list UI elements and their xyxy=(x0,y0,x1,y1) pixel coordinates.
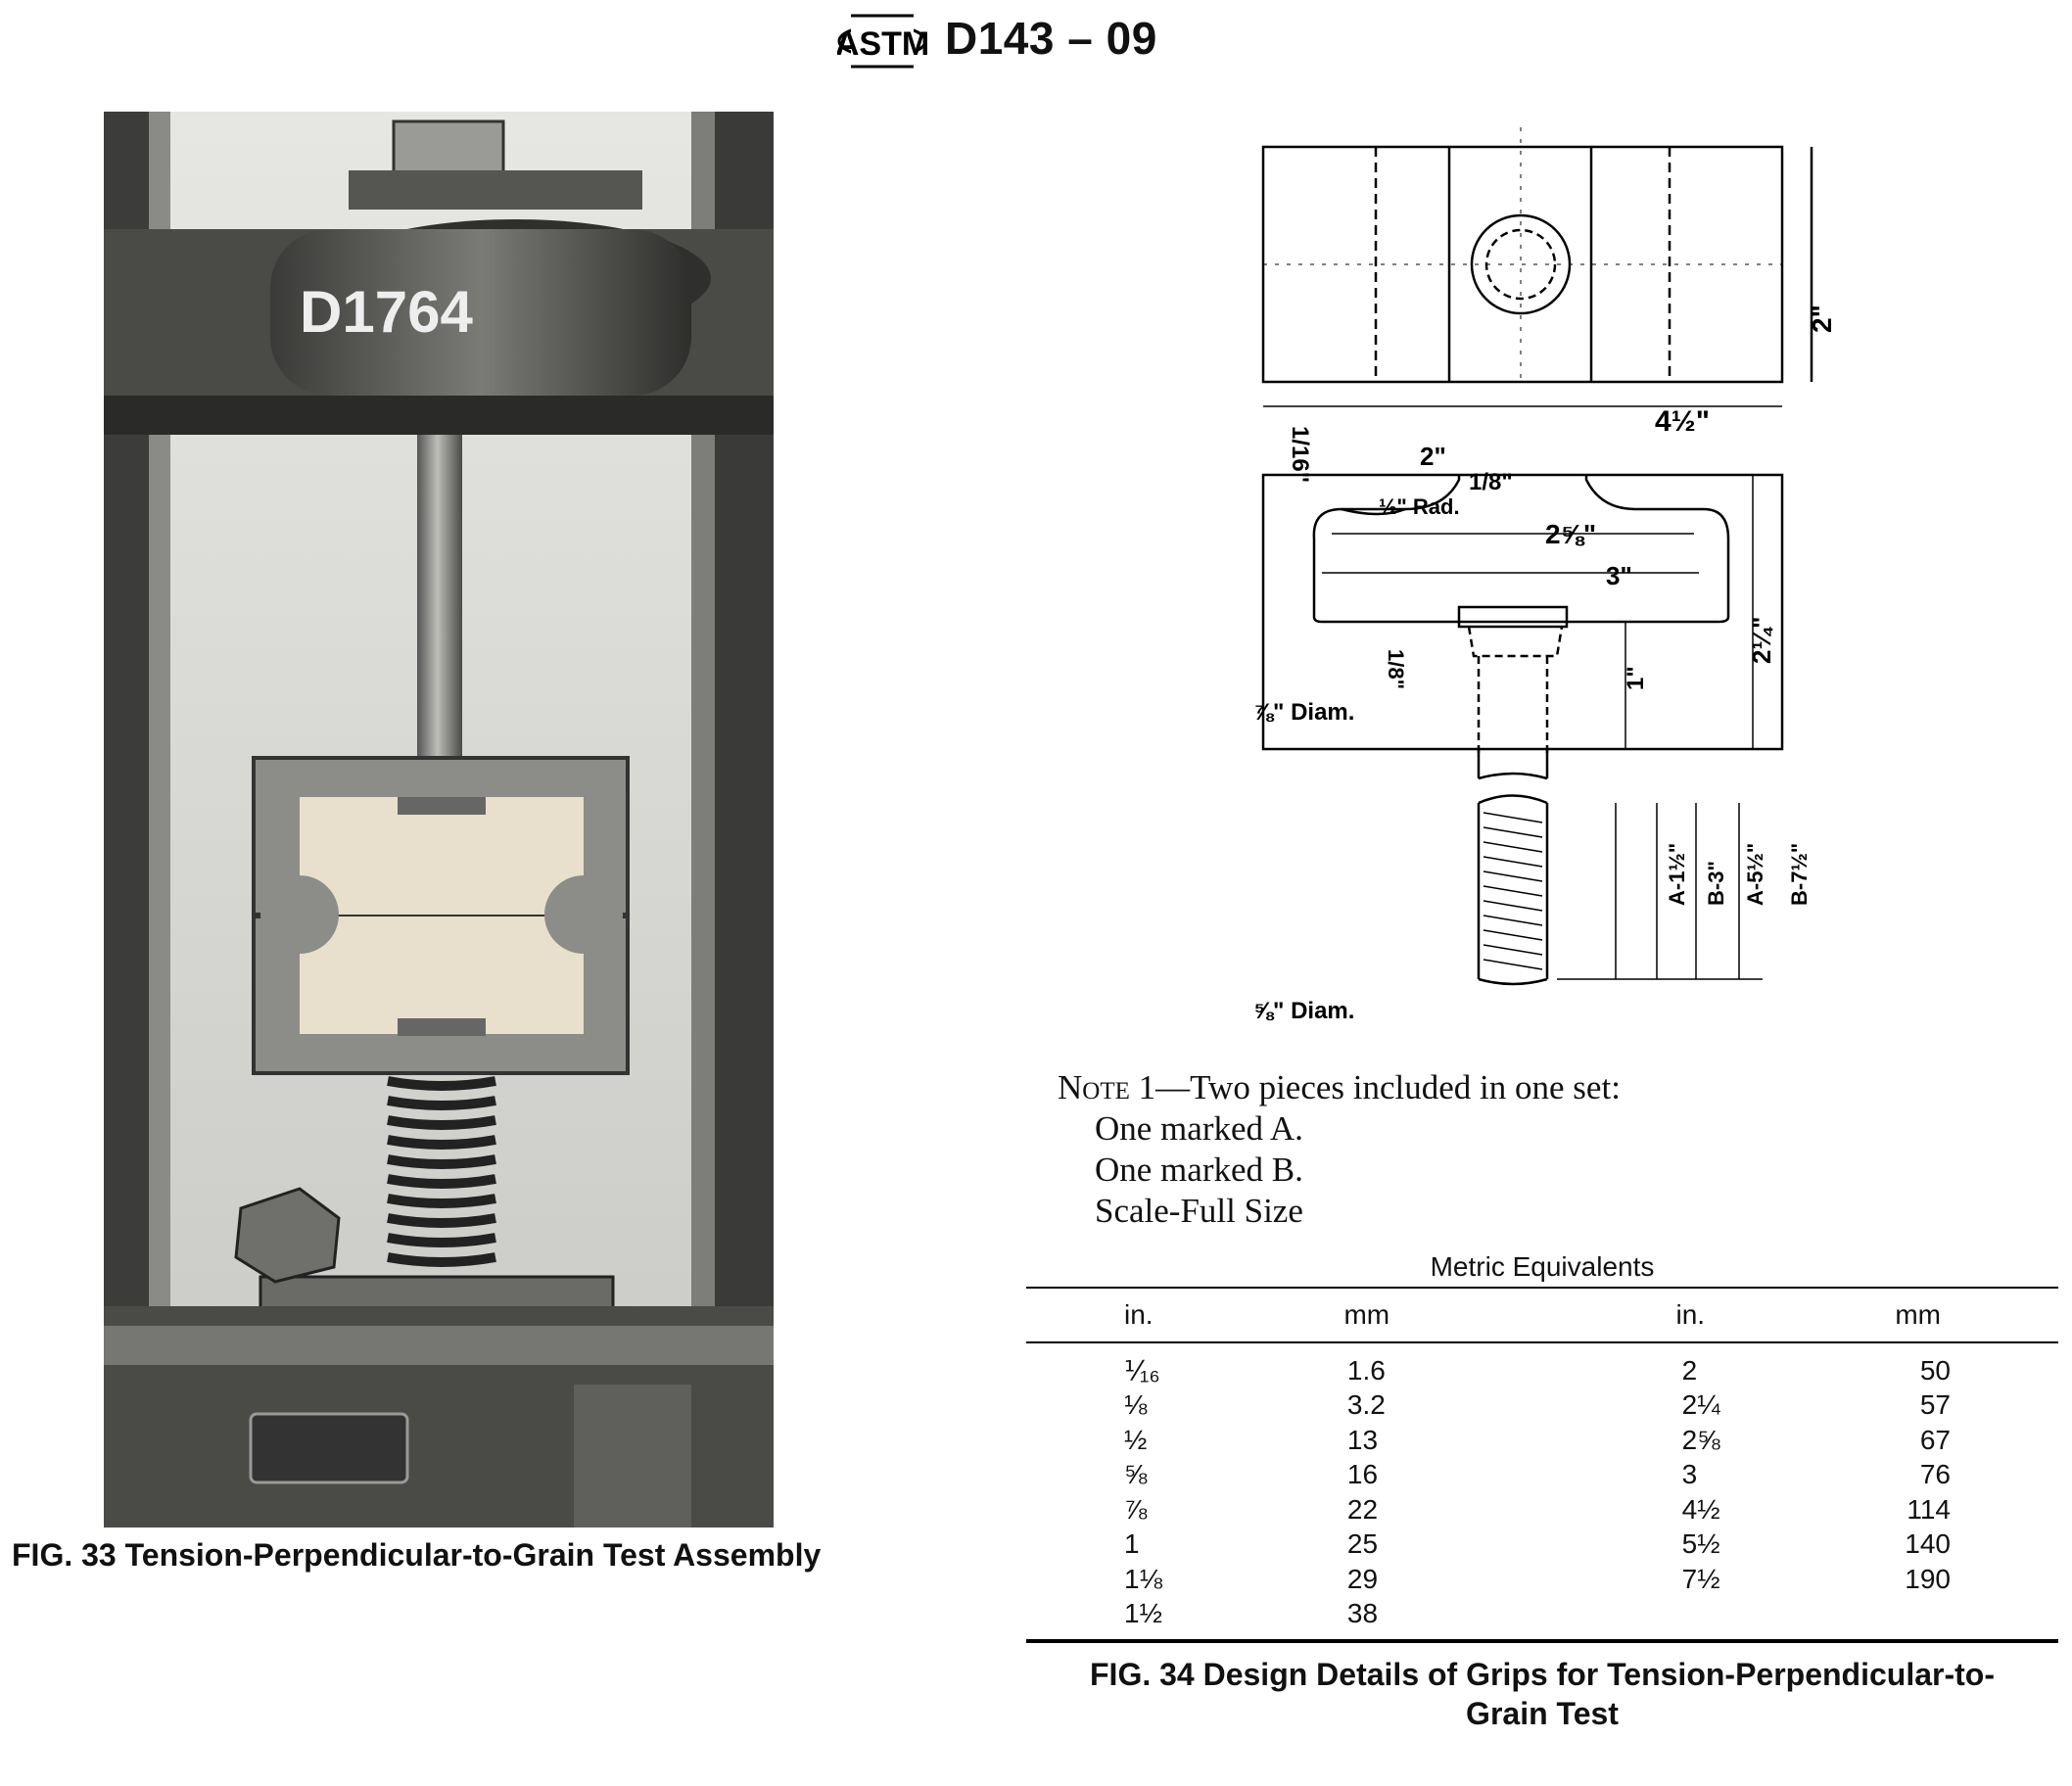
dim-b-7-half: B-7½" xyxy=(1787,843,1812,906)
dim-sixteenth: 1/16" xyxy=(1287,426,1313,483)
cell: 22 xyxy=(1346,1493,1379,1525)
figure-34-caption-line-1: FIG. 34 Design Details of Grips for Tens… xyxy=(1090,1657,1995,1692)
table-row: 1 25 5½ 140 xyxy=(1026,1528,2058,1563)
dim-2-quarter: 2¼" xyxy=(1747,617,1776,664)
cell: 76 xyxy=(1919,1459,1951,1490)
dim-5-8-diam: ⅝" Diam. xyxy=(1253,998,1354,1024)
cell: 1.6 xyxy=(1346,1354,1386,1386)
cell: 67 xyxy=(1919,1424,1951,1455)
table-row: ⅞ 22 4½ 114 xyxy=(1026,1492,2058,1528)
note-line-1-text: 1—Two pieces included in one set: xyxy=(1129,1068,1621,1106)
cell: 7½ xyxy=(1681,1563,1720,1594)
table-row: 1½ 38 xyxy=(1026,1597,2058,1632)
note-line-2: One marked A. xyxy=(1095,1109,1303,1148)
test-assembly-photo: D1764 xyxy=(104,112,774,1528)
document-id: D143 – 09 xyxy=(945,13,1157,64)
cell: ⅟₁₆ xyxy=(1124,1355,1160,1386)
figure-note: Note 1—Two pieces included in one set: O… xyxy=(1058,1067,1621,1232)
cell: ½ xyxy=(1124,1424,1148,1455)
dim-1in: 1" xyxy=(1623,666,1649,690)
dim-eighth: 1/8" xyxy=(1469,469,1513,495)
table-row: ½ 13 2⅝ 67 xyxy=(1026,1423,2058,1458)
table-row: ⅛ 3.2 2¼ 57 xyxy=(1026,1388,2058,1424)
astm-logo: ASTM xyxy=(837,12,927,70)
dim-a-1-half: A-1½" xyxy=(1665,843,1689,906)
cell: 1½ xyxy=(1124,1598,1162,1629)
note-line-4: Scale-Full Size xyxy=(1095,1192,1303,1230)
dim-eighth-b: 1/8" xyxy=(1384,649,1408,689)
cell: ⅝ xyxy=(1124,1459,1148,1490)
cell: 2¼ xyxy=(1681,1389,1720,1421)
note-line-3: One marked B. xyxy=(1095,1151,1303,1189)
col-header-mm-1: mm xyxy=(1343,1299,1390,1330)
cell: 13 xyxy=(1346,1424,1379,1455)
cell: ⅞ xyxy=(1124,1493,1148,1525)
table-row: ⅝ 16 3 76 xyxy=(1026,1458,2058,1493)
cell: 38 xyxy=(1346,1598,1379,1629)
dim-half-rad: ½" Rad. xyxy=(1379,494,1460,519)
cell xyxy=(1604,1597,1906,1632)
cell: 29 xyxy=(1346,1563,1379,1594)
figure-34-caption: FIG. 34 Design Details of Grips for Tens… xyxy=(1026,1655,2058,1733)
table-row: ⅟₁₆ 1.6 2 50 xyxy=(1026,1353,2058,1388)
col-header-mm-2: mm xyxy=(1895,1299,1941,1330)
cell: 1⅛ xyxy=(1124,1563,1162,1594)
cell: 3 xyxy=(1681,1459,1698,1490)
col-header-in-2: in. xyxy=(1675,1299,1706,1330)
cell: 190 xyxy=(1905,1563,1951,1594)
cell: 2⅝ xyxy=(1681,1424,1720,1455)
page-header: ASTM D143 – 09 xyxy=(0,0,2072,78)
cell: 50 xyxy=(1919,1354,1951,1386)
cell: 4½ xyxy=(1681,1493,1720,1525)
table-title: Metric Equivalents xyxy=(1430,1251,1655,1282)
figure-33-caption: FIG. 33 Tension-Perpendicular-to-Grain T… xyxy=(12,1537,822,1573)
cell: ⅛ xyxy=(1124,1389,1148,1421)
dim-7-8-diam: ⅞" Diam. xyxy=(1253,699,1354,726)
metric-equivalents-table: Metric Equivalents in. mm in. mm ⅟₁₆ 1.6 2… xyxy=(1026,1247,2058,1643)
cell: 114 xyxy=(1907,1493,1951,1525)
note-prefix: Note xyxy=(1058,1068,1130,1106)
dim-2in: 2" xyxy=(1807,305,1837,333)
cell xyxy=(1905,1597,2058,1632)
table-header-row: in. mm in. mm xyxy=(1026,1289,2058,1341)
cell: 140 xyxy=(1905,1528,1951,1560)
dim-a-5-half: A-5½" xyxy=(1743,843,1767,906)
cell: 57 xyxy=(1919,1389,1951,1421)
cell: 5½ xyxy=(1681,1528,1720,1560)
dim-4-half: 4½" xyxy=(1655,405,1710,438)
table-row: 1⅛ 29 7½ 190 xyxy=(1026,1562,2058,1597)
svg-text:ASTM: ASTM xyxy=(837,25,927,63)
cell: 1 xyxy=(1124,1528,1140,1560)
note-line-1: Note 1—Two pieces included in one set: xyxy=(1058,1067,1621,1108)
photo-marking: D1764 xyxy=(300,279,473,345)
figure-34-caption-line-2: Grain Test xyxy=(1466,1696,1619,1731)
dim-b-3: B-3" xyxy=(1704,861,1728,906)
cell: 16 xyxy=(1346,1459,1379,1490)
dim-2-5-8: 2⅝" xyxy=(1545,519,1596,549)
col-header-in-1: in. xyxy=(1124,1299,1154,1330)
cell: 2 xyxy=(1681,1354,1698,1386)
dim-3in: 3" xyxy=(1606,561,1632,590)
grip-design-drawing: 2" 4½" 1/16" 2" 1/8" ½" Rad. 2⅝" 3" 2¼" … xyxy=(1253,127,1837,1024)
cell: 25 xyxy=(1346,1528,1379,1560)
cell: 3.2 xyxy=(1346,1389,1386,1421)
dim-2in-b: 2" xyxy=(1420,442,1446,471)
